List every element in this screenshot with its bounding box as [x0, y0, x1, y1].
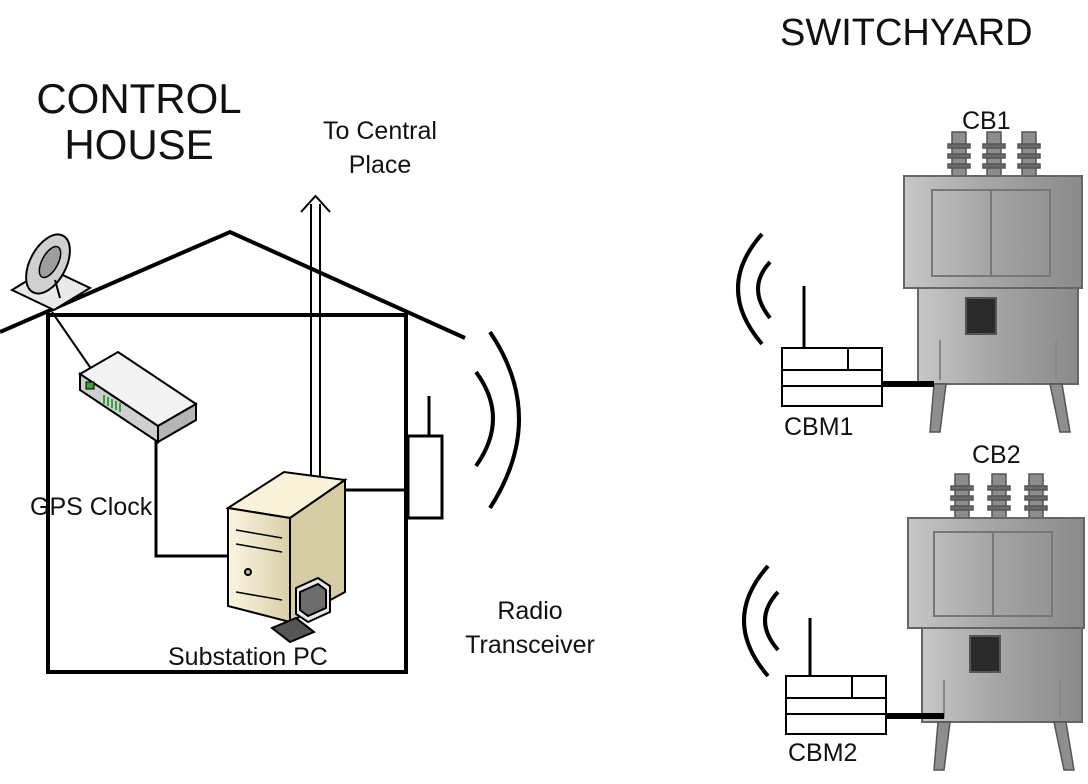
- cbm2-label: CBM2: [788, 739, 858, 767]
- radio-transceiver-label-line1: Radio: [497, 597, 563, 625]
- satellite-dish-icon: [9, 233, 93, 312]
- house-walls: [46, 313, 408, 674]
- to-central-arrow: [300, 194, 331, 480]
- radio-waves-icon: [474, 330, 521, 510]
- circuit-breaker-2: [907, 473, 1085, 771]
- cbm1-monitor-icon: [781, 286, 883, 407]
- radio-transceiver-label: Radio Transceiver: [440, 594, 620, 662]
- switchyard-title: SWITCHYARD: [780, 12, 1033, 54]
- to-central-label-line1: To Central: [323, 117, 437, 145]
- radio-transceiver-label-line2: Transceiver: [465, 631, 595, 659]
- control-house-title-line1: CONTROL: [36, 75, 242, 122]
- gps-pc-cable: [154, 440, 228, 558]
- to-central-label-line2: Place: [348, 151, 412, 179]
- cbm1-label: CBM1: [784, 413, 854, 441]
- gps-clock-label: GPS Clock: [30, 493, 153, 521]
- bushings: [947, 131, 1041, 177]
- cbm2-monitor-icon: [785, 618, 887, 735]
- cbm2-waves-icon: [742, 564, 780, 678]
- dish-gps-cable: [51, 311, 93, 371]
- gps-clock-icon: [78, 350, 198, 444]
- circuit-breaker-1: [903, 131, 1083, 433]
- cb2-label: CB2: [972, 441, 1021, 469]
- bushings: [950, 473, 1048, 519]
- radio-transceiver-icon: [406, 396, 444, 520]
- control-house: [0, 229, 466, 674]
- cb1-label: CB1: [962, 107, 1011, 135]
- to-central-label: To Central Place: [300, 114, 460, 182]
- substation-pc-label: Substation PC: [168, 643, 328, 671]
- control-house-title: CONTROL HOUSE: [24, 76, 254, 168]
- substation-pc-icon: [225, 470, 348, 644]
- house-roof: [0, 229, 466, 340]
- cbm1-waves-icon: [736, 232, 772, 346]
- control-house-title-line2: HOUSE: [64, 121, 214, 168]
